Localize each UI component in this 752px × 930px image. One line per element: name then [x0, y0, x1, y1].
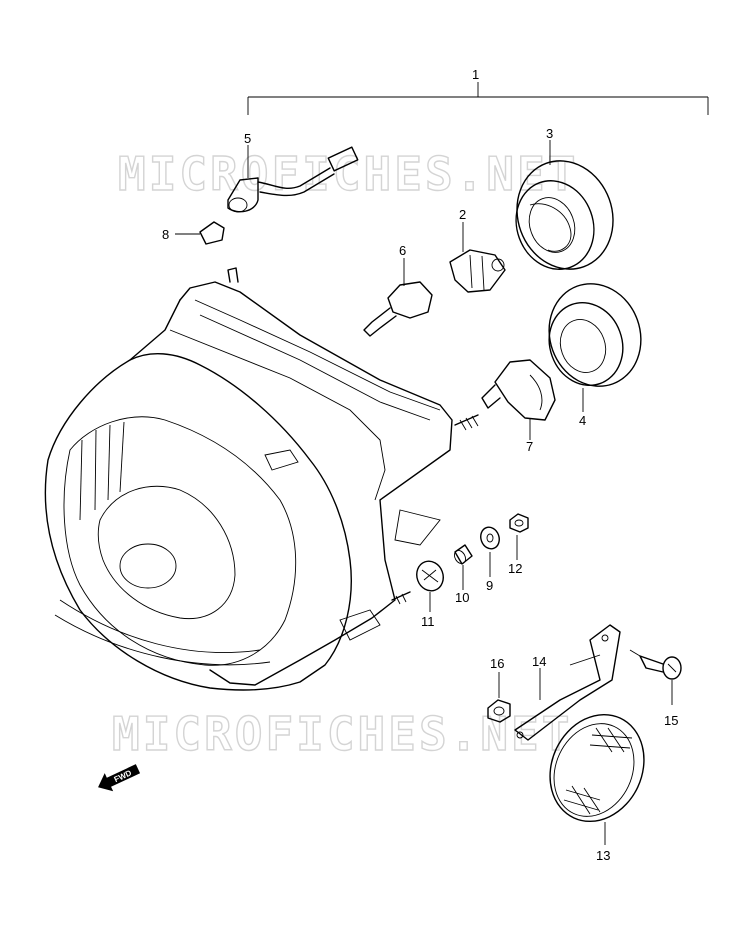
fwd-label: FWD — [113, 768, 134, 784]
watermark-top: MICROFICHES.NET — [118, 147, 578, 201]
callout-6: 6 — [399, 243, 406, 258]
headlamp-housing — [44, 267, 479, 691]
callout-14: 14 — [532, 654, 546, 669]
callout-13: 13 — [596, 848, 610, 863]
assembly-bracket-1 — [247, 82, 709, 115]
part-3-dust-cover — [515, 140, 614, 270]
callout-12: 12 — [508, 561, 522, 576]
callout-10: 10 — [455, 590, 469, 605]
part-12-nut — [509, 513, 529, 560]
part-16-nut — [487, 672, 511, 723]
fwd-direction-arrow: FWD — [98, 764, 141, 792]
part-8-bulb — [175, 221, 225, 245]
callout-3: 3 — [546, 126, 553, 141]
part-6-bulb — [363, 258, 433, 337]
part-5-socket-harness — [227, 145, 359, 213]
part-7-bulb — [481, 359, 556, 440]
callout-15: 15 — [664, 713, 678, 728]
part-13-reflector — [549, 713, 645, 845]
callout-2: 2 — [459, 207, 466, 222]
part-2-socket — [449, 222, 506, 293]
callout-1: 1 — [472, 67, 479, 82]
part-14-bracket — [514, 624, 621, 741]
part-11-grommet — [416, 560, 444, 612]
callout-9: 9 — [486, 578, 493, 593]
part-15-screw — [629, 649, 682, 705]
watermark-bottom: MICROFICHES.NET — [112, 707, 572, 761]
part-4-dust-cover — [548, 283, 642, 412]
callout-4: 4 — [579, 413, 586, 428]
part-9-washer — [480, 526, 500, 577]
callout-7: 7 — [526, 439, 533, 454]
part-10-collar — [453, 544, 473, 590]
callout-16: 16 — [490, 656, 504, 671]
callout-11: 11 — [421, 614, 435, 629]
callout-8: 8 — [162, 227, 169, 242]
callout-5: 5 — [244, 131, 251, 146]
